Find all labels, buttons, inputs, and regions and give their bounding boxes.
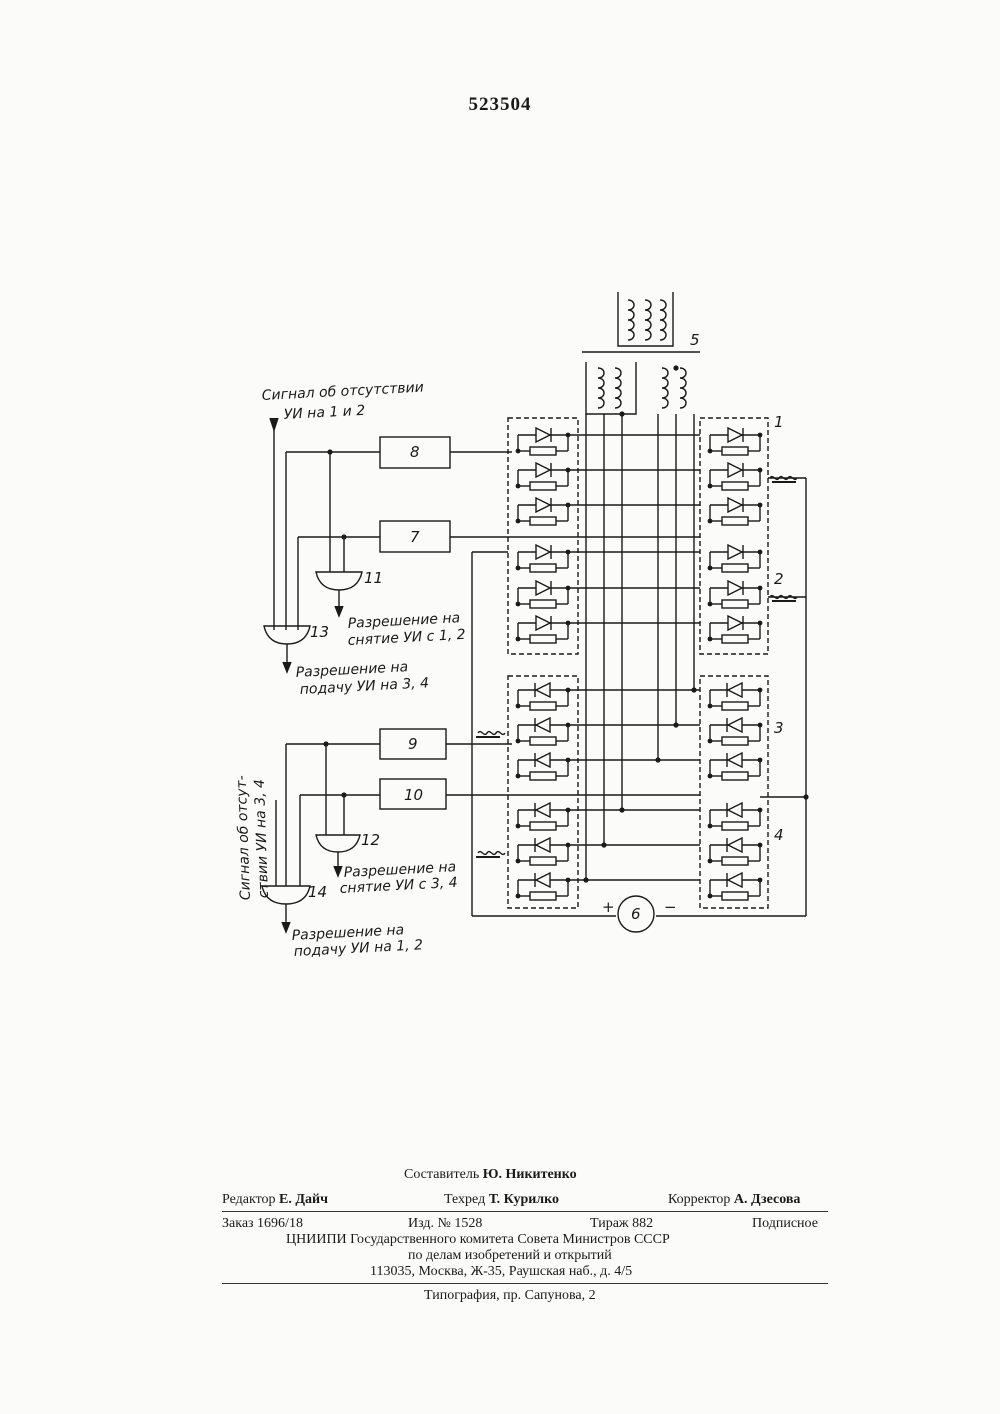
thyristor-cell <box>708 545 763 572</box>
gate-13-number: 13 <box>310 623 329 641</box>
thyristor-cell <box>516 581 571 608</box>
thyristor-cell <box>708 873 763 900</box>
motor-minus-sign: − <box>664 898 677 916</box>
thyristor-cell <box>708 498 763 525</box>
thyristor-cell <box>708 581 763 608</box>
techred-line: Техред Т. Курилко <box>444 1192 559 1208</box>
thyristor-cell <box>516 463 571 490</box>
circuit-diagram: Сигнал об отсутствии УИ на 1 и 2 Разреше… <box>0 0 1000 1000</box>
and-gate-11 <box>316 572 362 590</box>
thyristor-cell <box>708 463 763 490</box>
thyristor-cell <box>708 616 763 643</box>
group-4-number: 4 <box>774 826 784 844</box>
thyristor-cells <box>516 428 763 900</box>
thyristor-cell <box>516 545 571 572</box>
org-line-3: 113035, Москва, Ж-35, Раушская наб., д. … <box>370 1264 632 1280</box>
divider-2 <box>222 1283 828 1284</box>
thyristor-cell <box>516 753 571 780</box>
subscription-text: Подписное <box>752 1216 818 1232</box>
signal-12-label-1: Сигнал об отсутствии <box>261 380 424 404</box>
group-1-number: 1 <box>774 413 784 431</box>
motor-plus-sign: + <box>602 898 615 916</box>
motor-6-number: 6 <box>631 905 641 923</box>
block-8-number: 8 <box>410 443 420 461</box>
compiler-line: Составитель Ю. Никитенко <box>404 1167 577 1183</box>
edition-text: Изд. № 1528 <box>408 1216 482 1232</box>
corrector-line: Корректор А. Дзесова <box>668 1192 800 1208</box>
gate-14-number: 14 <box>308 883 327 901</box>
divider-1 <box>222 1211 828 1212</box>
transformer-5-number: 5 <box>690 331 700 349</box>
gate-12-number: 12 <box>361 831 380 849</box>
group-3-number: 3 <box>774 719 784 737</box>
block-10-number: 10 <box>404 786 423 804</box>
transformer-5 <box>582 292 700 414</box>
thyristor-cell <box>516 683 571 710</box>
and-gate-12 <box>316 835 360 852</box>
thyristor-cell <box>708 718 763 745</box>
editor-line: Редактор Е. Дайч <box>222 1192 328 1208</box>
thyristor-cell <box>708 753 763 780</box>
thyristor-cell <box>516 803 571 830</box>
signal-12-label-2: УИ на 1 и 2 <box>283 403 365 423</box>
circulation-text: Тираж 882 <box>590 1216 653 1232</box>
thyristor-cell <box>516 616 571 643</box>
thyristor-cell <box>708 683 763 710</box>
thyristor-cell <box>516 838 571 865</box>
thyristor-cell <box>516 498 571 525</box>
thyristor-cell <box>516 873 571 900</box>
thyristor-cell <box>516 428 571 455</box>
thyristor-cell <box>708 803 763 830</box>
converter-groups <box>508 418 768 908</box>
signal-34-label-2: ствии УИ на 3, 4 <box>252 779 272 899</box>
block-7-number: 7 <box>410 528 420 546</box>
org-line-1: ЦНИИПИ Государственного комитета Совета … <box>286 1232 670 1248</box>
group-2-number: 2 <box>774 570 784 588</box>
thyristor-cell <box>708 838 763 865</box>
gate-11-number: 11 <box>364 569 383 587</box>
and-gate-13 <box>264 626 310 644</box>
order-text: Заказ 1696/18 <box>222 1216 303 1232</box>
phase-buses <box>568 414 700 880</box>
thyristor-cell <box>708 428 763 455</box>
signal-34-label-1: Сигнал об отсут- <box>234 775 254 900</box>
org-line-2: по делам изобретений и открытий <box>408 1248 612 1264</box>
block-9-number: 9 <box>408 735 418 753</box>
printer-text: Типография, пр. Сапунова, 2 <box>424 1288 596 1304</box>
thyristor-cell <box>516 718 571 745</box>
